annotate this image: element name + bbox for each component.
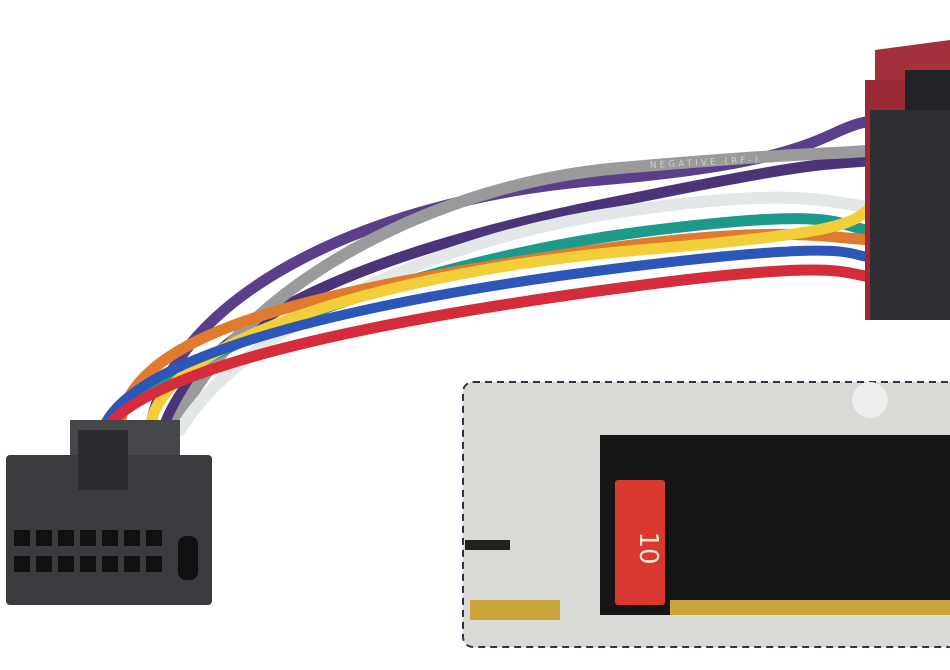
fuse-label: 10: [633, 531, 663, 564]
wire-blue: [94, 245, 885, 455]
wires: [74, 114, 886, 466]
iso-connector: [865, 40, 950, 320]
wire-yellow: [144, 194, 886, 446]
wire-red: [89, 264, 886, 456]
fuse: [615, 480, 665, 605]
head-unit-plug: [6, 420, 212, 605]
inset-closeup: 10: [462, 381, 950, 648]
wire-purple: [144, 114, 886, 436]
